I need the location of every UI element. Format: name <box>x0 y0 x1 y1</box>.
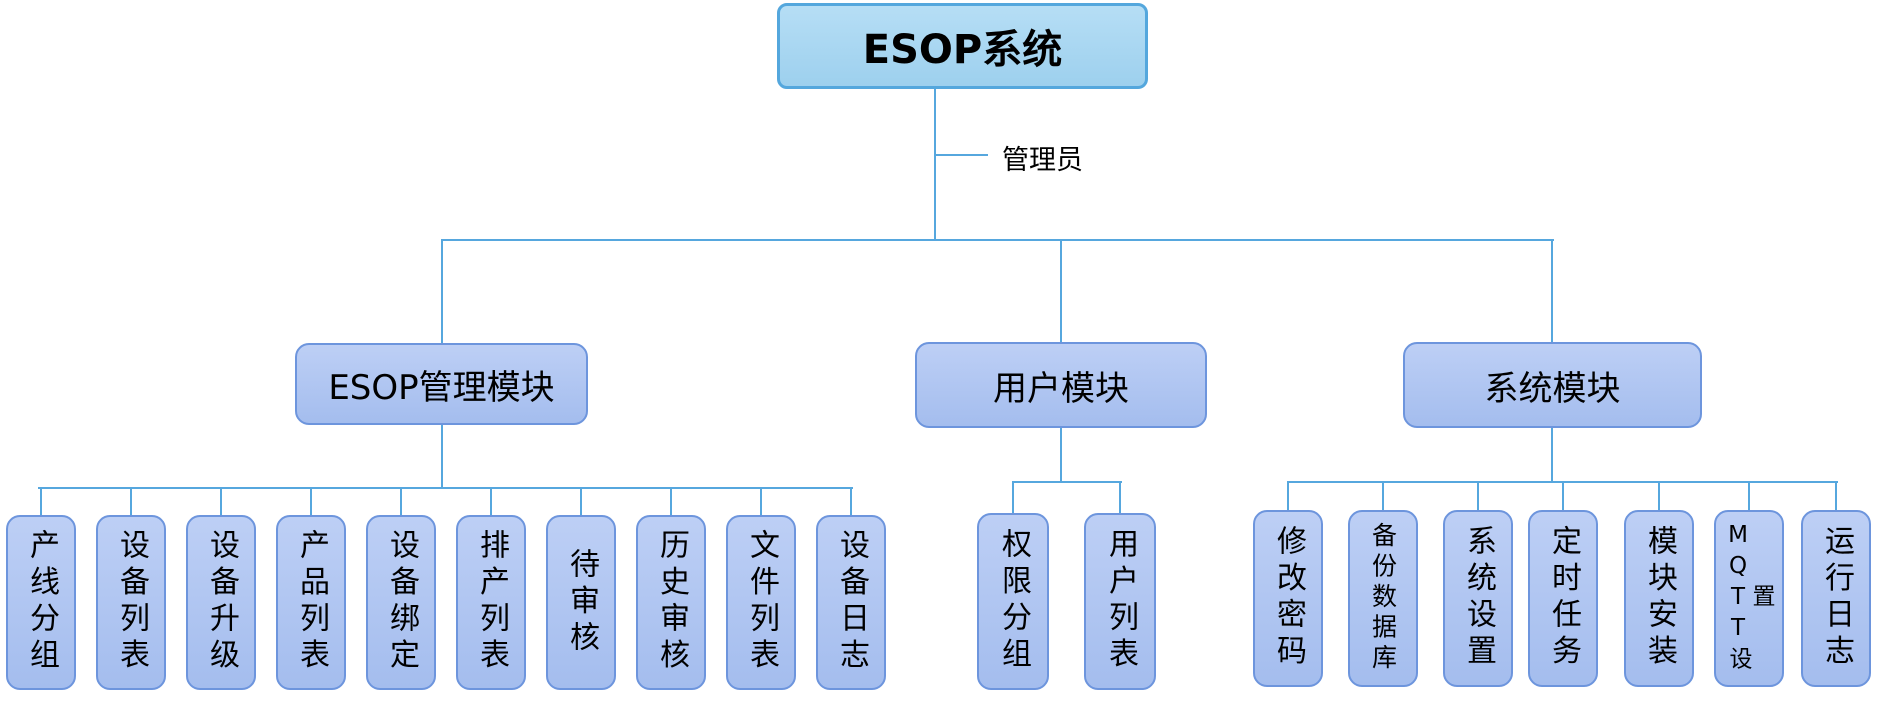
module-node-label: 系统模块 <box>1484 368 1621 409</box>
leaf-node-label: MQTT设置 <box>1725 522 1774 675</box>
module-node[interactable]: 用户模块 <box>915 342 1207 428</box>
leaf-node-label: 设备绑定 <box>384 529 419 676</box>
leaf-node[interactable]: 系统设置 <box>1443 510 1513 687</box>
connector-group-line <box>1012 481 1122 483</box>
leaf-node[interactable]: MQTT设置 <box>1714 510 1784 687</box>
connector-leaf-stub <box>1562 481 1564 510</box>
connector-leaf-stub <box>310 487 312 515</box>
connector-leaf-stub <box>1477 481 1479 510</box>
admin-label: 管理员 <box>1002 145 1083 176</box>
leaf-node[interactable]: 修改密码 <box>1253 510 1323 687</box>
leaf-node-label: 模块安装 <box>1642 525 1677 672</box>
connector-leaf-stub <box>130 487 132 515</box>
module-node[interactable]: 系统模块 <box>1403 342 1702 428</box>
leaf-node-label: 修改密码 <box>1271 525 1306 672</box>
leaf-node[interactable]: 设备升级 <box>186 515 256 690</box>
leaf-node-label: 产品列表 <box>294 529 329 676</box>
leaf-node[interactable]: 排产列表 <box>456 515 526 690</box>
connector-leaf-stub <box>220 487 222 515</box>
connector-leaf-stub <box>490 487 492 515</box>
leaf-node[interactable]: 定时任务 <box>1528 510 1598 687</box>
leaf-node[interactable]: 备份数据库 <box>1348 510 1418 687</box>
leaf-node-label: 文件列表 <box>744 529 779 676</box>
leaf-node-label: 定时任务 <box>1546 525 1581 672</box>
leaf-node-label: 备份数据库 <box>1368 522 1398 675</box>
leaf-node-label: 运行日志 <box>1819 525 1854 672</box>
connector-leaf-stub <box>1119 481 1121 513</box>
leaf-node[interactable]: 产线分组 <box>6 515 76 690</box>
connector-leaf-stub <box>1835 481 1837 510</box>
connector-module-drop <box>441 240 443 343</box>
leaf-node-label: 待审核 <box>564 547 599 658</box>
connector-leaf-stub <box>1012 481 1014 513</box>
leaf-node[interactable]: 文件列表 <box>726 515 796 690</box>
module-node-label: 用户模块 <box>993 368 1129 409</box>
connector-leaf-stub <box>1748 481 1750 510</box>
root-node[interactable]: ESOP系统 <box>777 3 1148 89</box>
leaf-node-label: 排产列表 <box>474 529 509 676</box>
leaf-node[interactable]: 用户列表 <box>1084 513 1156 690</box>
connector-leaf-stub <box>1382 481 1384 510</box>
connector-leaf-stub <box>580 487 582 515</box>
leaf-node-label: 用户列表 <box>1103 528 1138 675</box>
root-node-label: ESOP系统 <box>862 27 1063 73</box>
connector-leaf-stub <box>670 487 672 515</box>
connector-leaf-stub <box>400 487 402 515</box>
leaf-node[interactable]: 设备日志 <box>816 515 886 690</box>
connector-branch-vertical <box>441 425 443 487</box>
connector-leaf-stub <box>760 487 762 515</box>
connector-module-drop <box>1551 240 1553 342</box>
connector-leaf-stub <box>1658 481 1660 510</box>
module-node[interactable]: ESOP管理模块 <box>295 343 588 425</box>
leaf-node[interactable]: 权限分组 <box>977 513 1049 690</box>
leaf-node-label: 权限分组 <box>996 528 1031 675</box>
connector-leaf-stub <box>850 487 852 515</box>
leaf-node[interactable]: 产品列表 <box>276 515 346 690</box>
leaf-node[interactable]: 设备绑定 <box>366 515 436 690</box>
leaf-node[interactable]: 历史审核 <box>636 515 706 690</box>
connector-leaf-stub <box>1287 481 1289 510</box>
leaf-node[interactable]: 模块安装 <box>1624 510 1694 687</box>
leaf-node[interactable]: 运行日志 <box>1801 510 1871 687</box>
leaf-node[interactable]: 设备列表 <box>96 515 166 690</box>
leaf-node[interactable]: 待审核 <box>546 515 616 690</box>
connector-group-line <box>38 487 853 489</box>
connector-branch-vertical <box>1060 428 1062 481</box>
leaf-node-label: 历史审核 <box>654 529 689 676</box>
module-node-label: ESOP管理模块 <box>328 367 555 408</box>
connector-leaf-stub <box>40 487 42 515</box>
leaf-node-label: 设备列表 <box>114 529 149 676</box>
connector-admin-tick <box>934 154 988 156</box>
leaf-node-label: 设备日志 <box>834 529 869 676</box>
leaf-node-label: 系统设置 <box>1461 525 1496 672</box>
connector-main-horizontal <box>441 239 1554 241</box>
leaf-node-label: 产线分组 <box>24 529 59 676</box>
leaf-node-label: 设备升级 <box>204 529 239 676</box>
connector-root-vertical <box>934 89 936 240</box>
connector-module-drop <box>1060 240 1062 342</box>
connector-branch-vertical <box>1551 428 1553 481</box>
